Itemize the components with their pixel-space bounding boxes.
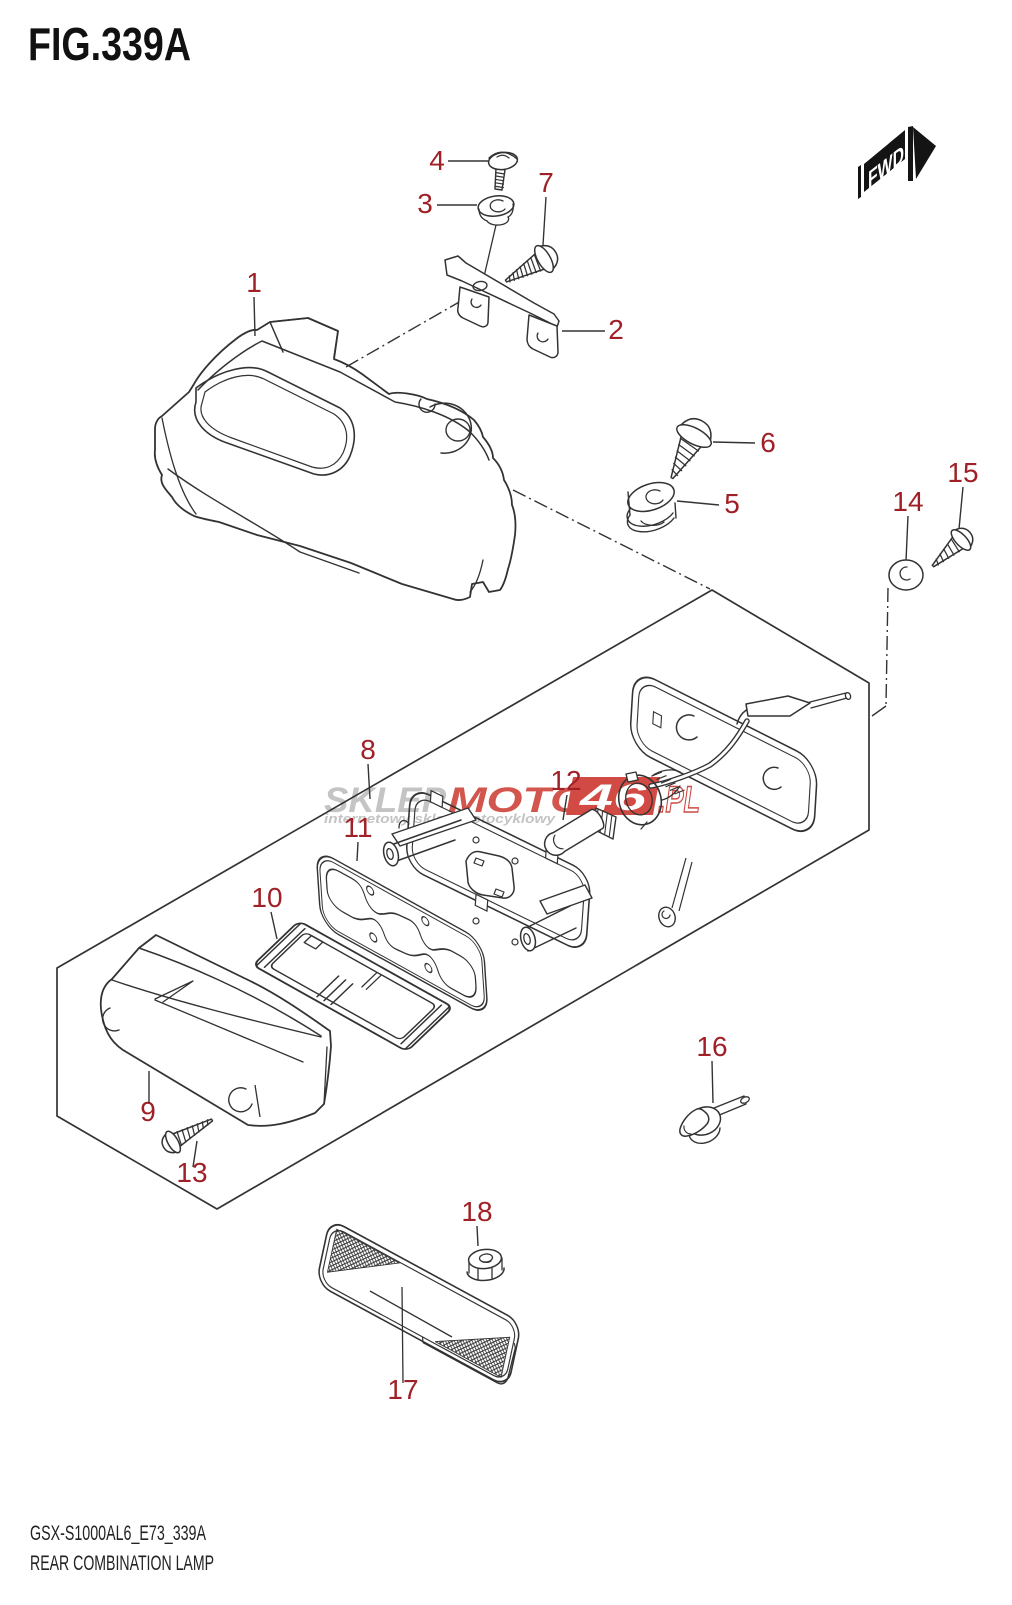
svg-text:3: 3 — [417, 188, 433, 219]
svg-text:13: 13 — [176, 1157, 207, 1188]
svg-text:8: 8 — [360, 734, 376, 765]
svg-text:5: 5 — [724, 488, 740, 519]
svg-text:4: 4 — [429, 145, 445, 176]
svg-text:1: 1 — [246, 267, 262, 298]
svg-text:GSX-S1000AL6_E73_339A: GSX-S1000AL6_E73_339A — [30, 1522, 206, 1545]
svg-text:FIG.339A: FIG.339A — [28, 18, 191, 70]
svg-text:16: 16 — [696, 1031, 727, 1062]
svg-text:2: 2 — [608, 314, 624, 345]
svg-text:6: 6 — [760, 427, 776, 458]
svg-text:18: 18 — [461, 1196, 492, 1227]
svg-text:7: 7 — [538, 167, 554, 198]
svg-text:11: 11 — [343, 812, 372, 843]
svg-text:REAR COMBINATION LAMP: REAR COMBINATION LAMP — [30, 1552, 214, 1575]
svg-text:12: 12 — [550, 765, 581, 796]
svg-text:10: 10 — [251, 882, 282, 913]
svg-text:9: 9 — [140, 1096, 156, 1127]
svg-text:14: 14 — [892, 486, 923, 517]
svg-text:15: 15 — [947, 457, 978, 488]
